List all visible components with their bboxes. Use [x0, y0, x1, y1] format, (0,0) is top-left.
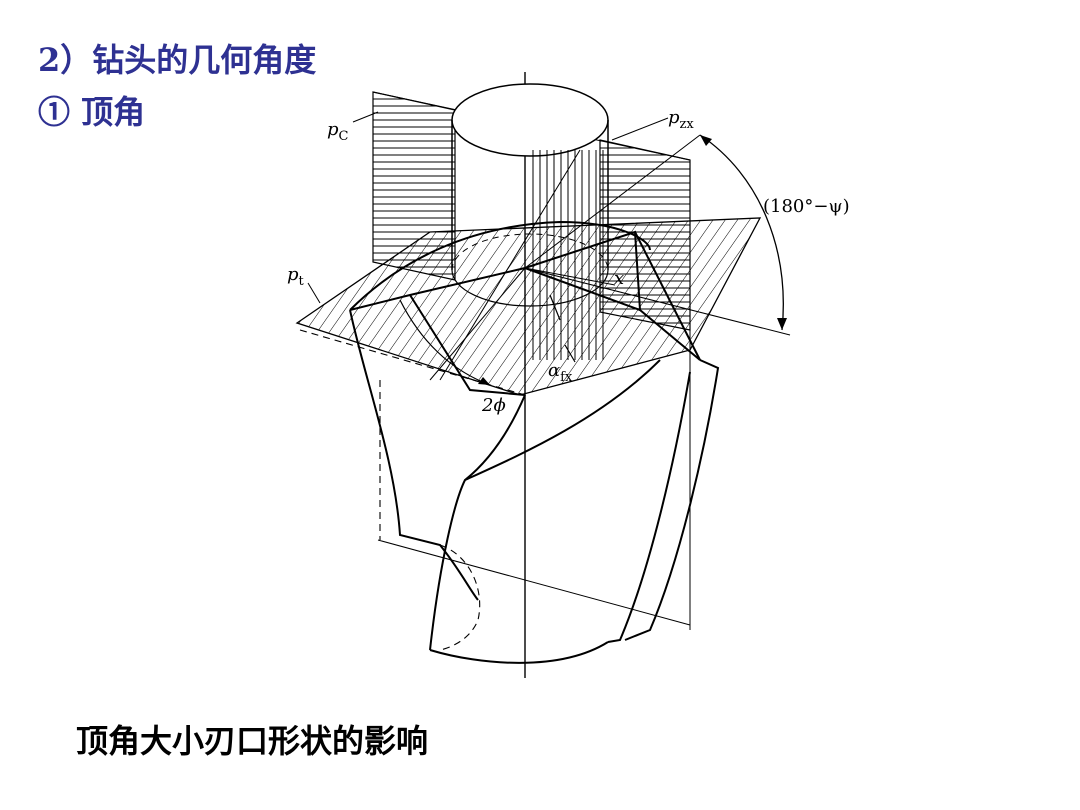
- angle-label: (180°−ψ): [763, 196, 850, 217]
- two-phi-label: 2ϕ: [481, 395, 506, 416]
- section-heading: 2）钻头的几何角度: [38, 41, 317, 79]
- pc-label: pC: [327, 119, 349, 144]
- reference-lines: [377, 134, 791, 630]
- leader-lines: [307, 111, 669, 304]
- alpha-label: αfx: [548, 360, 573, 385]
- angle-arc-2phi: [399, 299, 491, 386]
- alpha-arrows: [549, 294, 576, 363]
- caption: 顶角大小刃口形状的影响: [76, 722, 429, 760]
- angle-arc-180-minus-psi: [699, 134, 787, 331]
- x-label: x: [614, 268, 624, 289]
- subsection-heading: ① 顶角: [38, 93, 146, 131]
- pzx-label: pzx: [668, 107, 694, 132]
- pt-label: pt: [287, 264, 305, 289]
